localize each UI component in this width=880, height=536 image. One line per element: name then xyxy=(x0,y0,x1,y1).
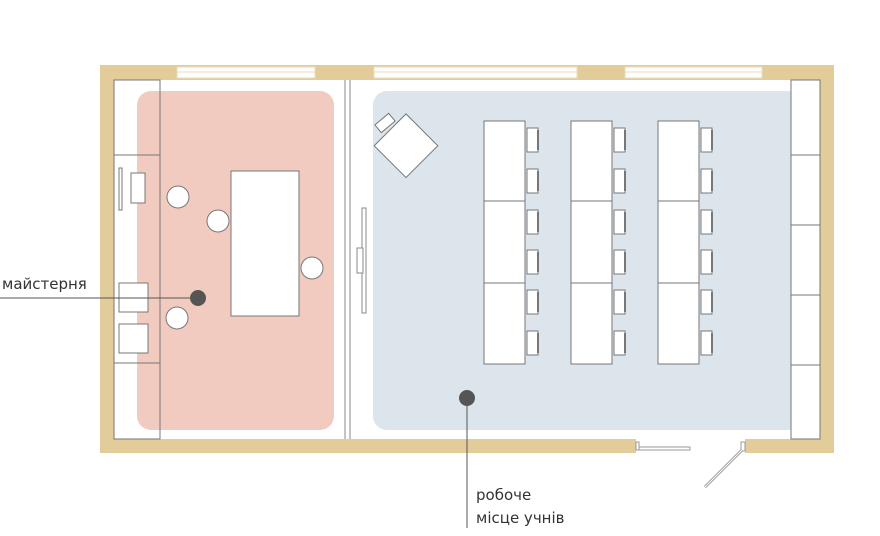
chair xyxy=(526,168,539,194)
chair xyxy=(526,249,539,275)
chair xyxy=(700,330,713,356)
chair xyxy=(700,127,713,153)
chair xyxy=(700,249,713,275)
chair xyxy=(613,330,626,356)
desk xyxy=(483,282,526,365)
stool xyxy=(166,185,190,209)
workshop-table xyxy=(165,170,324,330)
chair xyxy=(613,249,626,275)
partition xyxy=(344,80,367,439)
desk xyxy=(483,120,526,202)
stool xyxy=(206,209,230,233)
desk xyxy=(657,200,700,284)
markers xyxy=(0,290,475,528)
desk xyxy=(657,120,700,202)
stool xyxy=(300,256,324,280)
chair xyxy=(700,168,713,194)
chair xyxy=(613,127,626,153)
right-cabinets xyxy=(790,79,821,440)
student-area-label-line1: робоче xyxy=(476,486,532,504)
chair xyxy=(700,209,713,235)
windows xyxy=(176,66,763,79)
desk xyxy=(483,200,526,284)
desk xyxy=(570,200,613,284)
stool xyxy=(165,306,189,330)
desk xyxy=(570,282,613,365)
workshop-label: майстерня xyxy=(2,275,87,293)
chair xyxy=(526,127,539,153)
workshop-marker xyxy=(190,290,206,306)
student-area-label-line2: місце учнів xyxy=(476,509,565,527)
chair xyxy=(613,289,626,315)
teacher-desk xyxy=(373,112,439,179)
chair xyxy=(526,330,539,356)
student-desks xyxy=(483,120,713,365)
doors xyxy=(635,441,746,489)
desk xyxy=(570,120,613,202)
desk xyxy=(657,282,700,365)
student-area-marker xyxy=(459,390,475,406)
chair xyxy=(526,209,539,235)
chair xyxy=(700,289,713,315)
chair xyxy=(613,168,626,194)
chair xyxy=(526,289,539,315)
left-cabinets xyxy=(113,79,161,440)
chair xyxy=(613,209,626,235)
